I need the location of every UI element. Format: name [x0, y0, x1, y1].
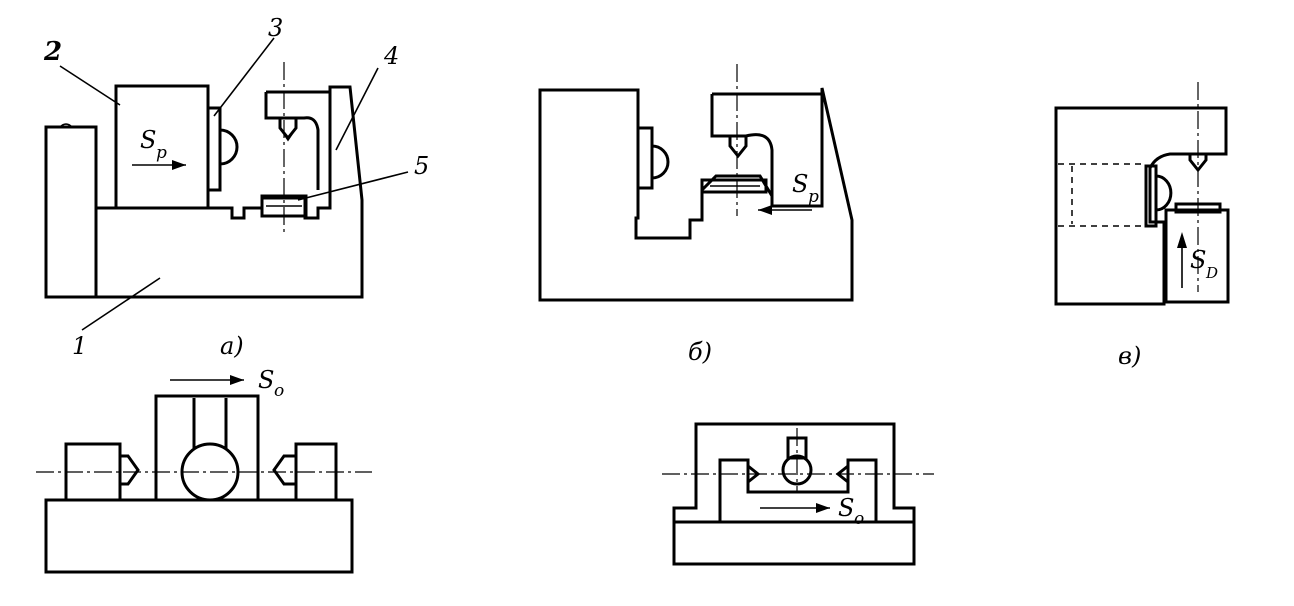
fig-b-wheel	[651, 144, 670, 180]
fig-v-sd-label: S	[1190, 246, 1206, 274]
label-3: 3	[268, 14, 283, 42]
fig-a-sp-label: S	[140, 126, 156, 154]
caption-b: б)	[688, 338, 712, 366]
plan-a-bed	[44, 498, 354, 574]
plan-a-slot	[192, 398, 228, 448]
plan-b-so-label: S	[838, 494, 854, 522]
fig-b-frame	[538, 87, 854, 302]
fig-b-tool-head	[710, 92, 822, 159]
plan-a-left-center	[120, 454, 140, 486]
plan-a-so-sub: о	[274, 381, 284, 401]
fig-a-sp-arrowhead	[172, 160, 186, 170]
plan-b-slot	[718, 458, 878, 522]
fig-a-column-arm	[296, 116, 320, 190]
leader-4	[335, 67, 379, 151]
figure-b-plan	[662, 422, 934, 566]
leader-1	[81, 277, 161, 331]
plan-b-so-sub: о	[854, 509, 864, 529]
plan-a-carriage	[154, 394, 260, 502]
plan-b-so-arrowhead	[816, 503, 830, 513]
leader-2	[59, 65, 121, 106]
label-4: 4	[383, 42, 399, 70]
plan-b-frame	[672, 422, 916, 522]
label-2: 2	[43, 37, 62, 67]
fig-a-left-housing	[44, 125, 98, 299]
fig-v-wheel-flange	[1144, 164, 1158, 228]
caption-v: в)	[1118, 342, 1141, 370]
fig-v-wheel	[1155, 174, 1173, 212]
plan-b-part	[781, 454, 813, 486]
label-5: 5	[414, 152, 429, 180]
fig-v-frame	[1054, 106, 1228, 306]
fig-b-sp-arrowhead	[758, 205, 772, 215]
fig-a-wheel-flange	[206, 106, 222, 192]
leader-3	[213, 37, 275, 117]
figure-a	[44, 37, 409, 331]
fig-b-column-arm	[745, 133, 774, 196]
figure-a-plan	[36, 375, 372, 574]
fig-v-table	[1164, 208, 1230, 304]
fig-b-part	[700, 178, 768, 194]
fig-a-housing-cap	[59, 123, 73, 128]
figure-v	[1054, 82, 1230, 306]
plan-a-right-center	[272, 454, 296, 486]
fig-b-wheel-flange	[636, 126, 654, 190]
fig-a-sp-sub: р	[156, 143, 167, 163]
fig-a-bed	[94, 85, 364, 299]
fig-v-sd-sub: D	[1205, 264, 1218, 282]
label-1: 1	[72, 332, 87, 360]
plan-a-so-label: S	[258, 366, 274, 394]
plan-b-bed	[672, 520, 916, 566]
fig-a-tool-head	[264, 90, 330, 141]
figure-b	[538, 64, 854, 302]
fig-a-wheel	[219, 128, 239, 166]
plan-a-so-arrowhead	[230, 375, 244, 385]
fig-b-sp-label: S	[792, 170, 808, 198]
fig-b-sp-sub: р	[808, 187, 819, 207]
fig-a-tool-tip	[279, 127, 297, 142]
leader-5	[297, 171, 409, 201]
caption-a: а)	[220, 332, 244, 360]
fig-v-sd-arrowhead	[1177, 232, 1187, 248]
